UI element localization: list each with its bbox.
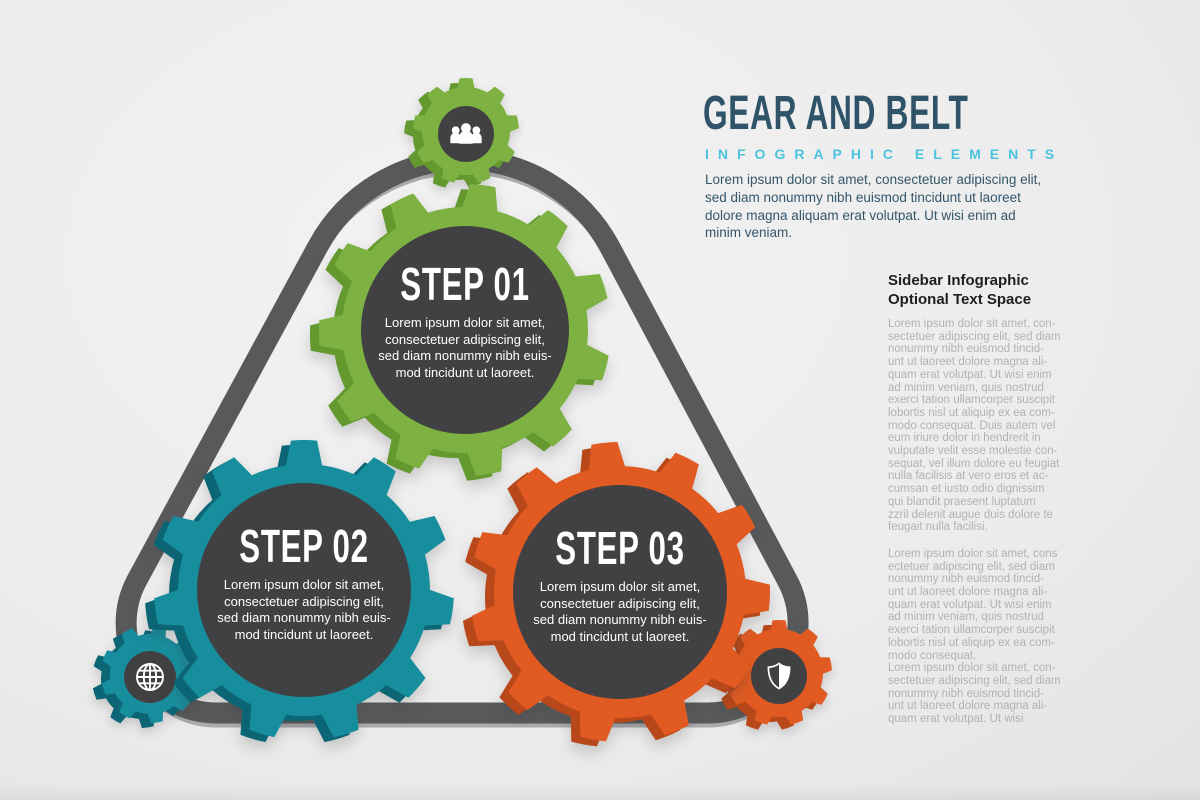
- step-03-label: STEP 03: [555, 522, 685, 574]
- step-01-description: Lorem ipsum dolor sit amet, consectetuer…: [378, 315, 552, 380]
- step-01-label: STEP 01: [400, 258, 530, 310]
- sidebar-paragraph: Lorem ipsum dolor sit amet, con- sectetu…: [888, 318, 1061, 534]
- globe-icon: [136, 663, 164, 691]
- step-02-label: STEP 02: [239, 520, 369, 572]
- page-subtitle: INFOGRAPHIC ELEMENTS: [705, 146, 1064, 162]
- gear-step-01-hub: [361, 226, 569, 434]
- small-gear-shield: [717, 619, 832, 730]
- gear-step-03: [462, 442, 770, 747]
- people-icon: [450, 123, 482, 144]
- step-02-description: Lorem ipsum dolor sit amet, consectetuer…: [217, 577, 391, 642]
- sidebar-heading: Sidebar Infographic Optional Text Space: [888, 272, 1032, 308]
- gear-step-02-hub: [197, 483, 411, 697]
- page-title: GEAR AND BELT: [703, 87, 969, 140]
- step-03-description: Lorem ipsum dolor sit amet, consectetuer…: [533, 579, 707, 644]
- shield-icon: [767, 662, 791, 690]
- step-02-text: STEP 02 Lorem ipsum dolor sit amet, cons…: [169, 522, 439, 643]
- small-gear-people: [404, 77, 519, 188]
- sidebar-paragraph: Lorem ipsum dolor sit amet, cons ectetue…: [888, 547, 1058, 662]
- intro-paragraph: Lorem ipsum dolor sit amet, consectetuer…: [705, 172, 1042, 241]
- step-03-text: STEP 03 Lorem ipsum dolor sit amet, cons…: [485, 524, 755, 645]
- step-01-text: STEP 01 Lorem ipsum dolor sit amet, cons…: [330, 260, 600, 381]
- small-gear-globe: [92, 625, 199, 728]
- gear-step-03-hub: [513, 485, 727, 699]
- gear-step-01: [309, 184, 609, 481]
- gear-step-02: [145, 440, 454, 743]
- sidebar-text-space: Sidebar Infographic Optional Text Space …: [888, 271, 1100, 726]
- sidebar-paragraph: Lorem ipsum dolor sit amet, con- sectetu…: [888, 662, 1061, 726]
